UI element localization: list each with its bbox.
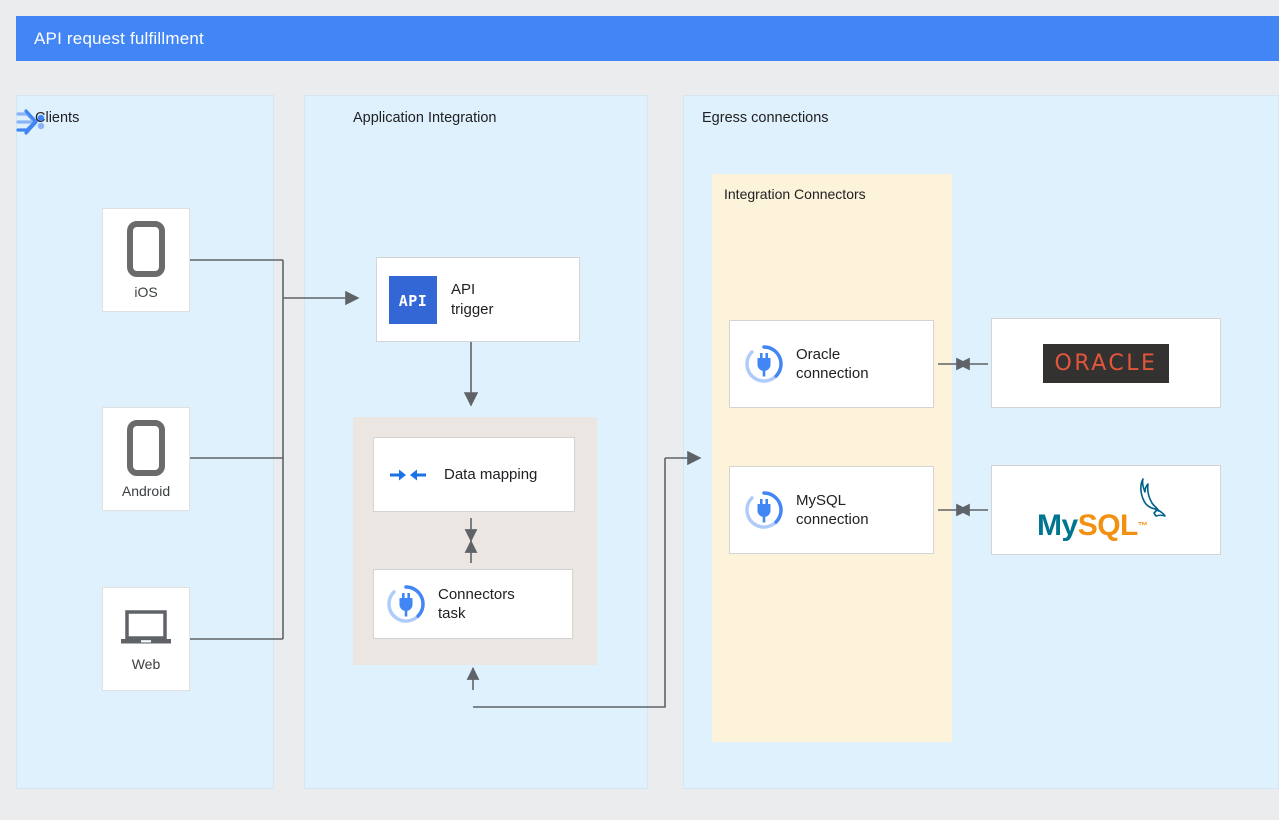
node-mysql-connection[interactable]: MySQL connection (729, 466, 934, 554)
node-oracle-connection[interactable]: Oracle connection (729, 320, 934, 408)
node-label: Oracle connection (796, 345, 869, 382)
integration-connectors-group: Integration Connectors (712, 174, 952, 742)
panel-application-integration-title: Application Integration (353, 110, 497, 126)
api-icon: API (389, 275, 437, 324)
node-connectors-task[interactable]: Connectors task (373, 569, 573, 639)
client-label: iOS (134, 283, 158, 300)
laptop-icon (119, 607, 173, 649)
mysql-logo-text: MySQL™ (1037, 509, 1148, 542)
client-label: Web (131, 655, 161, 672)
system-mysql: MySQL™ (991, 465, 1221, 555)
client-card-web[interactable]: Web (102, 587, 190, 691)
oracle-logo: ORACLE (1042, 343, 1170, 383)
application-integration-icon (14, 105, 48, 139)
diagram-header: API request fulfillment (16, 16, 1279, 61)
node-label: API trigger (451, 281, 494, 318)
page-title: API request fulfillment (34, 28, 204, 48)
node-label: Data mapping (444, 465, 538, 483)
panel-clients-title: Clients (35, 110, 80, 126)
mysql-dolphin-icon (1140, 478, 1166, 517)
connector-plug-icon (386, 584, 426, 624)
connector-plug-icon (744, 490, 784, 530)
svg-text:API: API (399, 292, 428, 310)
node-label: Connectors task (438, 585, 515, 622)
mysql-logo: MySQL™ (1031, 475, 1181, 545)
integration-connectors-title: Integration Connectors (724, 186, 866, 202)
oracle-logo-text: ORACLE (1054, 350, 1158, 376)
phone-icon (127, 220, 165, 277)
phone-icon (127, 419, 165, 476)
data-mapping-icon (388, 462, 428, 488)
client-card-ios[interactable]: iOS (102, 208, 190, 312)
node-api-trigger[interactable]: API API trigger (376, 257, 580, 342)
node-data-mapping[interactable]: Data mapping (373, 437, 575, 512)
system-oracle: ORACLE (991, 318, 1221, 408)
client-card-android[interactable]: Android (102, 407, 190, 511)
panel-egress-title: Egress connections (702, 110, 829, 126)
connector-plug-icon (744, 344, 784, 384)
client-label: Android (121, 482, 171, 499)
node-label: MySQL connection (796, 491, 869, 528)
